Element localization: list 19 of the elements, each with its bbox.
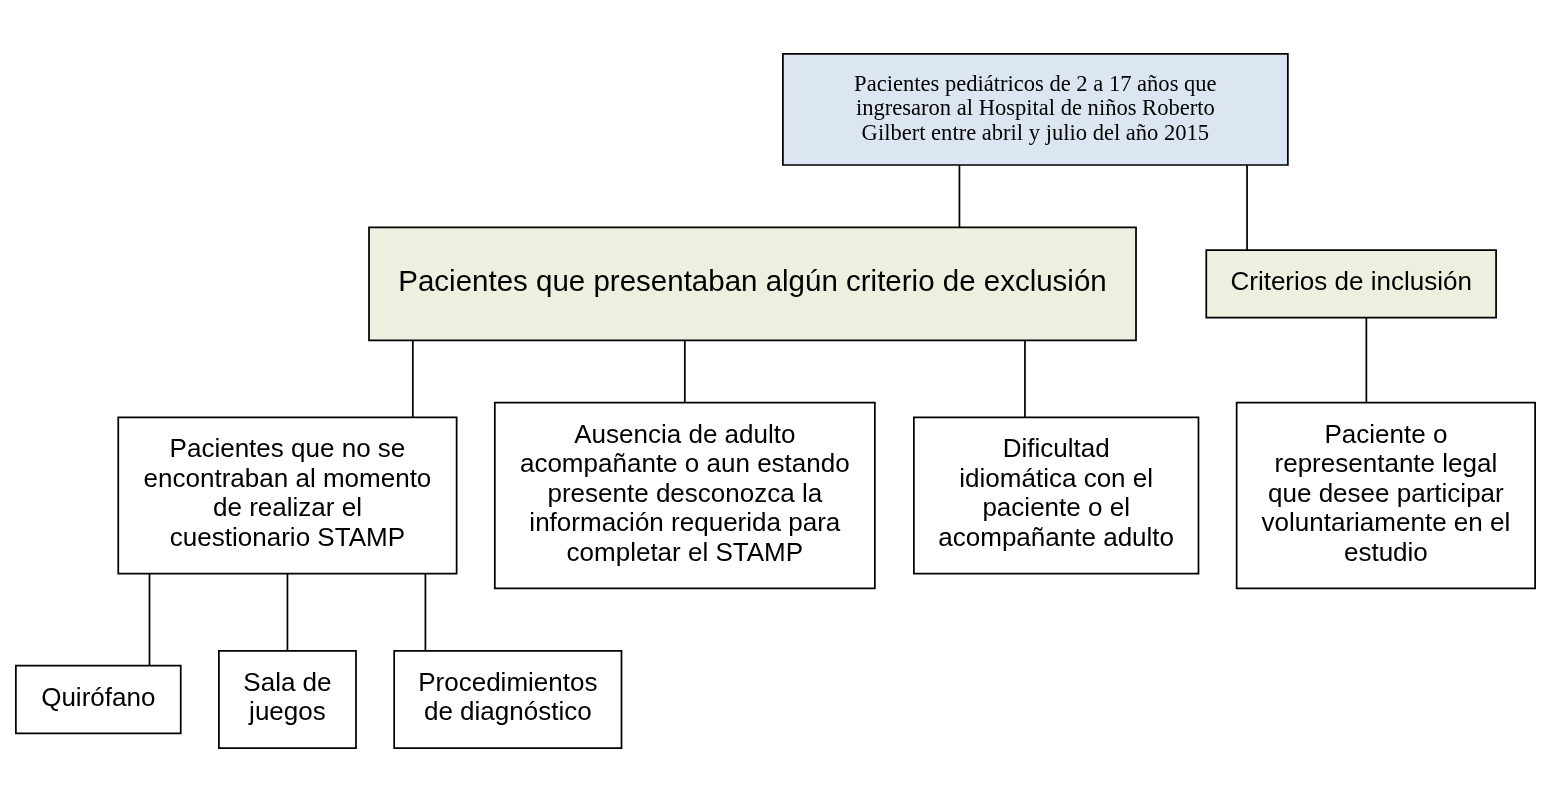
node-box: Sala de juegos xyxy=(218,650,357,749)
connector xyxy=(1365,317,1368,404)
connector xyxy=(424,572,427,652)
connector xyxy=(683,339,686,404)
connector xyxy=(148,572,151,667)
node-box: Ausencia de adulto acompañante o aun estando presente desconozca la información requerida para completar el STAMP xyxy=(493,401,876,590)
node-box: Procedimientos de diagnóstico xyxy=(393,650,623,749)
connector xyxy=(1024,339,1026,419)
node-box: Dificultad idiomática con el paciente o el acompañante adulto xyxy=(913,416,1200,575)
connector xyxy=(1246,164,1248,251)
node-box: Criterios de inclusión xyxy=(1205,249,1497,319)
node-box: Pacientes que no se encontraban al momento de realizar el cuestionario STAMP xyxy=(117,416,458,575)
node-box: Paciente o representante legal que desee participar voluntariamente en el estudio xyxy=(1235,401,1536,590)
node-box: Quirófano xyxy=(15,664,182,735)
connector xyxy=(411,339,414,419)
node-box: Pacientes que presentaban algún criterio de exclusión xyxy=(368,226,1137,342)
connector xyxy=(958,164,961,228)
connector xyxy=(286,572,289,652)
node-box: Pacientes pediátricos de 2 a 17 años que ingresaron al Hospital de niños Roberto Gilbert entre abril y julio del año 2015 xyxy=(782,53,1289,166)
